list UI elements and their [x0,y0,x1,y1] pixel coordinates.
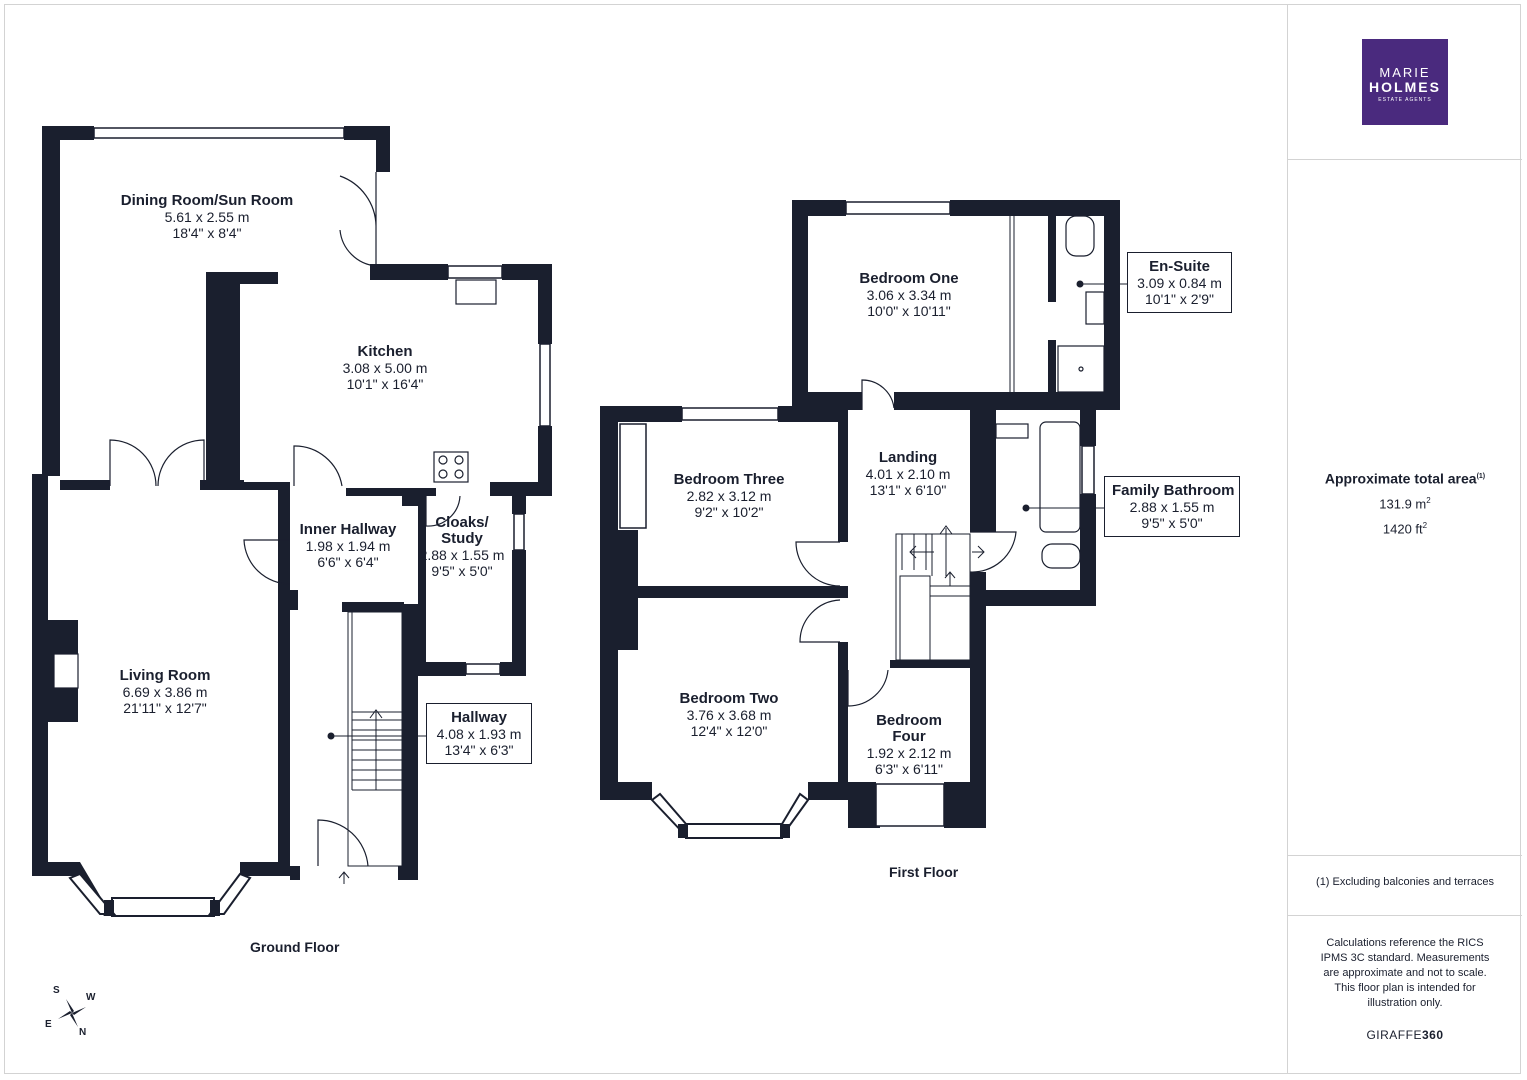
room-metric: 4.08 x 1.93 m [436,726,522,742]
room-name-line1: Bedroom [876,712,942,729]
room-imperial: 9'5" x 5'0" [1141,515,1203,531]
credit-suffix: 360 [1421,1028,1444,1042]
room-name: Bedroom One [859,270,959,287]
room-imperial: 10'0" x 10'11" [867,303,951,319]
area-metric: 131.9 m2 [1288,490,1522,515]
area-note: (1) Excluding balconies and terraces [1316,876,1494,888]
room-name: En-Suite [1149,258,1210,275]
room-imperial: 10'1" x 16'4" [346,376,424,392]
floor-title-first: First Floor [889,864,959,880]
disclaimer: Calculations reference the RICS IPMS 3C … [1320,937,1490,1009]
area-title: Approximate total area(1) [1288,466,1522,490]
compass-s: S [53,985,60,996]
logo-line2: HOLMES [1369,79,1441,95]
room-metric: 2.88 x 1.55 m [419,547,505,563]
windows [93,127,1095,827]
area-m2-sup: 2 [1426,495,1431,505]
room-markers [327,280,1127,740]
room-metric: 3.09 x 0.84 m [1137,275,1222,291]
room-label-bedroom-one: Bedroom One 3.06 x 3.34 m 10'0" x 10'11" [834,270,984,320]
area-imperial: 1420 ft2 [1288,515,1522,540]
divider [1288,159,1522,160]
room-label-kitchen: Kitchen 3.08 x 5.00 m 10'1" x 16'4" [310,343,460,393]
compass-rose [58,999,86,1027]
room-metric: 2.82 x 3.12 m [686,488,772,504]
room-metric: 3.06 x 3.34 m [866,287,952,303]
room-label-cloaks: Cloaks/ Study 2.88 x 1.55 m 9'5" x 5'0" [412,514,512,580]
room-imperial: 9'2" x 10'2" [694,504,764,520]
compass-w: W [86,992,96,1003]
room-label-bedroom-four: Bedroom Four 1.92 x 2.12 m 6'3" x 6'11" [849,712,969,778]
room-name: Living Room [119,667,211,684]
room-label-inner-hallway: Inner Hallway 1.98 x 1.94 m 6'6" x 6'4" [288,521,408,571]
room-name: Kitchen [357,343,413,360]
room-metric: 3.76 x 3.68 m [686,707,772,723]
room-imperial: 21'11" x 12'7" [123,700,207,716]
room-metric: 1.92 x 2.12 m [866,745,952,761]
room-imperial: 6'6" x 6'4" [317,554,379,570]
room-label-hallway: Hallway 4.08 x 1.93 m 13'4" x 6'3" [426,703,532,764]
compass-n: N [79,1027,87,1038]
room-imperial: 10'1" x 2'9" [1145,291,1214,307]
stairs [338,216,1015,884]
room-label-family-bathroom: Family Bathroom 2.88 x 1.55 m 9'5" x 5'0… [1104,476,1240,537]
room-label-bedroom-three: Bedroom Three 2.82 x 3.12 m 9'2" x 10'2" [654,471,804,521]
living-bay-window [68,862,252,917]
floor-plan [32,126,1127,917]
room-name: Bedroom Three [673,471,785,488]
floor-title-ground: Ground Floor [250,939,340,955]
room-metric: 1.98 x 1.94 m [305,538,391,554]
room-name: Dining Room/Sun Room [120,192,294,209]
giraffe360-credit: GIRAFFE360 [1288,1028,1522,1042]
compass-e: E [45,1019,52,1030]
room-label-dining: Dining Room/Sun Room 5.61 x 2.55 m 18'4"… [92,192,322,242]
room-imperial: 13'4" x 6'3" [444,742,514,758]
room-name: Landing [878,449,938,466]
divider [1288,915,1522,916]
total-area: Approximate total area(1) 131.9 m2 1420 … [1288,466,1522,540]
area-m2: 131.9 m [1379,495,1427,511]
page-frame [4,4,1521,1074]
room-name-line1: Cloaks/ [435,514,489,531]
area-title-sup: (1) [1476,473,1486,480]
area-ft2: 1420 ft [1382,521,1423,537]
credit-prefix: GIRAFFE [1366,1028,1422,1042]
divider [1288,855,1522,856]
room-metric: 2.88 x 1.55 m [1129,499,1215,515]
room-metric: 5.61 x 2.55 m [164,209,250,225]
room-name: Family Bathroom [1112,482,1235,499]
room-imperial: 13'1" x 6'10" [869,482,947,498]
walls [32,126,1120,880]
room-name: Inner Hallway [299,521,397,538]
room-label-landing: Landing 4.01 x 2.10 m 13'1" x 6'10" [848,449,968,499]
room-imperial: 6'3" x 6'11" [875,761,943,777]
room-name: Bedroom Two [679,690,779,707]
room-name: Hallway [451,709,507,726]
room-metric: 6.69 x 3.86 m [122,684,208,700]
room-name-line2: Four [892,728,926,745]
room-label-living: Living Room 6.69 x 3.86 m 21'11" x 12'7" [90,667,240,717]
room-imperial: 9'5" x 5'0" [431,563,493,579]
info-panel: MARIE HOLMES ESTATE AGENTS Approximate t… [1287,4,1522,1074]
area-ft2-sup: 2 [1422,520,1428,530]
area-title-text: Approximate total area [1324,470,1477,487]
logo-line3: ESTATE AGENTS [1378,97,1432,103]
brand-logo: MARIE HOLMES ESTATE AGENTS [1362,39,1448,125]
logo-line1: MARIE [1379,65,1431,80]
compass-icon: S W E N [44,985,100,1041]
doors [109,172,1017,867]
room-label-en-suite: En-Suite 3.09 x 0.84 m 10'1" x 2'9" [1127,252,1232,313]
room-name-line2: Study [441,530,483,547]
fixtures [53,215,1105,689]
room-imperial: 12'4" x 12'0" [690,723,768,739]
room-metric: 3.08 x 5.00 m [342,360,428,376]
room-label-bedroom-two: Bedroom Two 3.76 x 3.68 m 12'4" x 12'0" [654,690,804,740]
room-imperial: 18'4" x 8'4" [172,225,242,241]
bedroom-two-bay-window [650,792,810,840]
room-metric: 4.01 x 2.10 m [865,466,951,482]
